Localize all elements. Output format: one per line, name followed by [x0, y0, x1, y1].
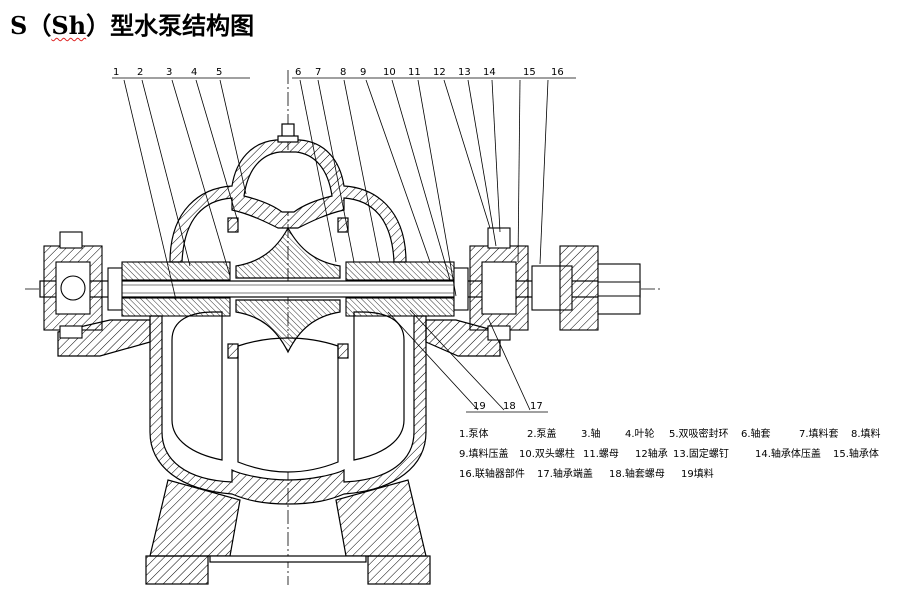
- legend-item: 9.填料压盖: [459, 449, 509, 460]
- legend-item: 17.轴承端盖: [537, 469, 593, 480]
- callout-7: 7: [315, 67, 321, 78]
- callout-16: 16: [551, 67, 564, 78]
- pump-body: [149, 311, 427, 505]
- pump-feet: [145, 479, 431, 585]
- callout-18: 18: [503, 401, 516, 412]
- legend-item: 2.泵盖: [527, 429, 557, 440]
- title-sh: Sh: [51, 11, 87, 40]
- legend-item: 3.轴: [581, 429, 601, 440]
- callout-5: 5: [216, 67, 222, 78]
- callout-9: 9: [360, 67, 366, 78]
- callout-numbers-bottom: 19 18 17: [473, 401, 543, 412]
- parts-legend: 1.泵体 2.泵盖 3.轴 4.叶轮 5.双吸密封环 6.轴套 7.填料套 8.…: [459, 425, 895, 485]
- callout-4: 4: [191, 67, 197, 78]
- legend-row-3: 16.联轴器部件 17.轴承端盖 18.轴套螺母 19填料: [459, 465, 895, 485]
- callout-numbers-top: 1 2 3 4 5 6 7 8 9 10 11 12 13 14 15 16: [113, 67, 564, 78]
- callout-3: 3: [166, 67, 172, 78]
- callout-2: 2: [137, 67, 143, 78]
- callout-8: 8: [340, 67, 346, 78]
- callout-12: 12: [433, 67, 446, 78]
- callout-17: 17: [530, 401, 543, 412]
- legend-row-2: 9.填料压盖 10.双头螺柱 11.螺母 12轴承 13.固定螺钉 14.轴承体…: [459, 445, 895, 465]
- legend-item: 4.叶轮: [625, 429, 655, 440]
- callout-14: 14: [483, 67, 496, 78]
- legend-item: 10.双头螺柱: [519, 449, 575, 460]
- legend-row-1: 1.泵体 2.泵盖 3.轴 4.叶轮 5.双吸密封环 6.轴套 7.填料套 8.…: [459, 425, 895, 445]
- callout-1: 1: [113, 67, 119, 78]
- callout-6: 6: [295, 67, 301, 78]
- impeller: [227, 217, 349, 359]
- legend-item: 11.螺母: [583, 449, 619, 460]
- legend-item: 1.泵体: [459, 429, 489, 440]
- legend-item: 6.轴套: [741, 429, 771, 440]
- legend-item: 7.填料套: [799, 429, 839, 440]
- leader-lines-top: [112, 77, 576, 301]
- legend-item: 13.固定螺钉: [673, 449, 729, 460]
- legend-item: 14.轴承体压盖: [755, 449, 821, 460]
- callout-19: 19: [473, 401, 486, 412]
- legend-item: 12轴承: [635, 449, 668, 460]
- leader-lines-bottom: [387, 309, 548, 413]
- legend-item: 19填料: [681, 469, 714, 480]
- legend-item: 16.联轴器部件: [459, 469, 525, 480]
- legend-item: 15.轴承体: [833, 449, 879, 460]
- callout-13: 13: [458, 67, 471, 78]
- legend-item: 8.填料: [851, 429, 881, 440]
- legend-item: 5.双吸密封环: [669, 429, 729, 440]
- stuffing-boxes: [107, 261, 469, 317]
- page-title: S（Sh）型水泵结构图: [10, 11, 255, 40]
- callout-10: 10: [383, 67, 396, 78]
- right-bearing-housing: [469, 227, 529, 341]
- legend-item: 18.轴套螺母: [609, 469, 665, 480]
- coupling-assembly: [531, 245, 641, 331]
- callout-11: 11: [408, 67, 421, 78]
- left-bearing-housing: [43, 231, 103, 339]
- callout-15: 15: [523, 67, 536, 78]
